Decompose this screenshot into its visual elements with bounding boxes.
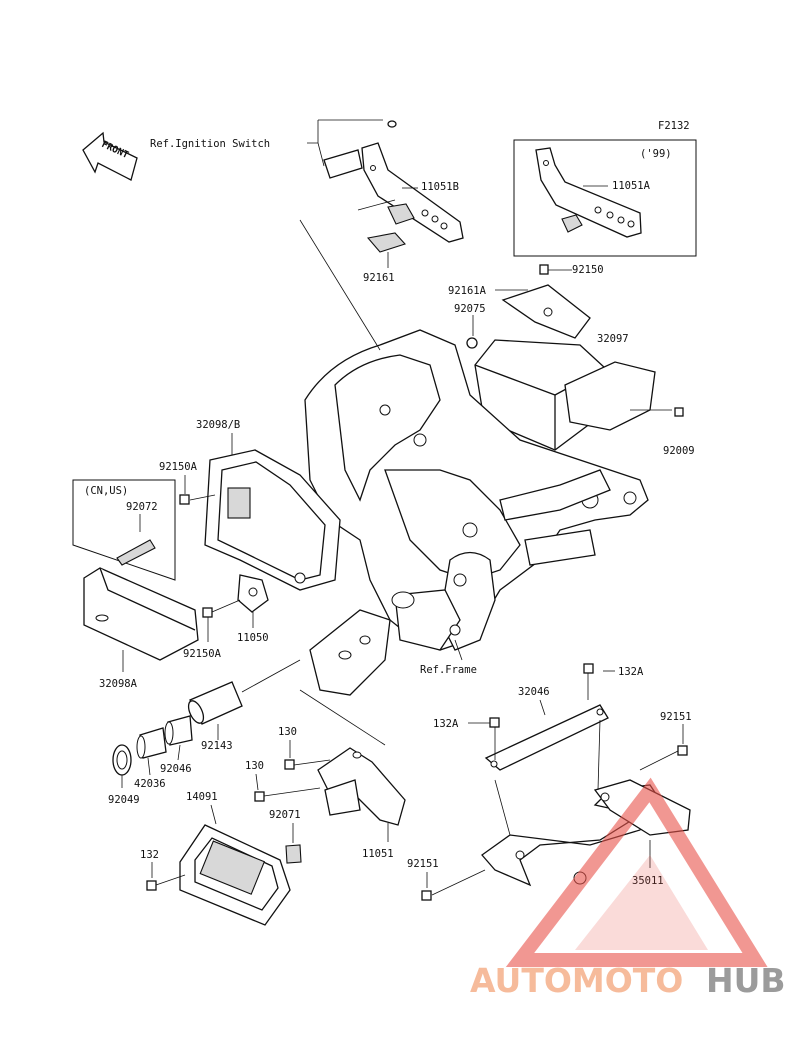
label-35011: 35011 [632, 875, 664, 887]
label-130-a: 130 [278, 726, 297, 738]
lower-bracket-group: 130 130 11051 92071 14091 132 [140, 726, 406, 926]
label-132: 132 [140, 849, 159, 861]
bushing-group: 92143 92046 42036 92049 [108, 659, 301, 806]
label-132a-left: 132A [433, 718, 459, 730]
label-92046: 92046 [160, 763, 192, 775]
label-92150a-bottom: 92150A [183, 648, 222, 660]
figure-code: F2132 [658, 120, 690, 132]
label-130-b: 130 [245, 760, 264, 772]
label-92009: 92009 [663, 445, 695, 457]
label-11051b: 11051B [421, 181, 459, 193]
watermark-part1: AUTOMOTO [470, 961, 683, 1000]
automotohub-watermark: AUTOMOTO HUB [470, 777, 786, 1000]
label-92072: 92072 [126, 501, 158, 513]
label-92161a: 92161A [448, 285, 487, 297]
label-92161: 92161 [363, 272, 395, 284]
lower-cover-32098a: 32098A [83, 567, 199, 690]
frame-drawing: Ref.Frame [299, 219, 649, 746]
inset-cn-us: (CN,US) 92072 [72, 479, 176, 581]
ignition-bracket-group: Ref.Ignition Switch 11051B 92161 [150, 119, 464, 284]
label-11050: 11050 [237, 632, 269, 644]
watermark-part2: HUB [706, 961, 786, 1000]
label-ref-frame: Ref.Frame [420, 664, 477, 676]
inset-99-note: ('99) [640, 148, 672, 160]
side-cover-group: 32098/B 92150A 11050 92150A [159, 419, 341, 660]
label-92150: 92150 [572, 264, 604, 276]
label-92151-left: 92151 [407, 858, 439, 870]
bracket-11051a-drawing [535, 147, 642, 238]
label-92075: 92075 [454, 303, 486, 315]
label-92150a-top: 92150A [159, 461, 198, 473]
label-ref-ignition-switch: Ref.Ignition Switch [150, 138, 270, 150]
label-32098b: 32098/B [196, 419, 240, 431]
inset-cn-us-note: (CN,US) [84, 485, 128, 497]
label-11051a: 11051A [612, 180, 651, 192]
inset-99: ('99) 11051A [513, 139, 697, 257]
label-92071: 92071 [269, 809, 301, 821]
label-11051: 11051 [362, 848, 394, 860]
label-32046: 32046 [518, 686, 550, 698]
label-132a-top: 132A [618, 666, 644, 678]
label-42036: 42036 [134, 778, 166, 790]
label-92143: 92143 [201, 740, 233, 752]
label-92151-right: 92151 [660, 711, 692, 723]
label-32098a: 32098A [99, 678, 138, 690]
battery-box-group: 92150 92161A 92075 32097 92009 [448, 264, 695, 520]
label-92049: 92049 [108, 794, 140, 806]
front-arrow-icon: FRONT [82, 131, 138, 181]
label-14091: 14091 [186, 791, 218, 803]
label-32097: 32097 [597, 333, 629, 345]
